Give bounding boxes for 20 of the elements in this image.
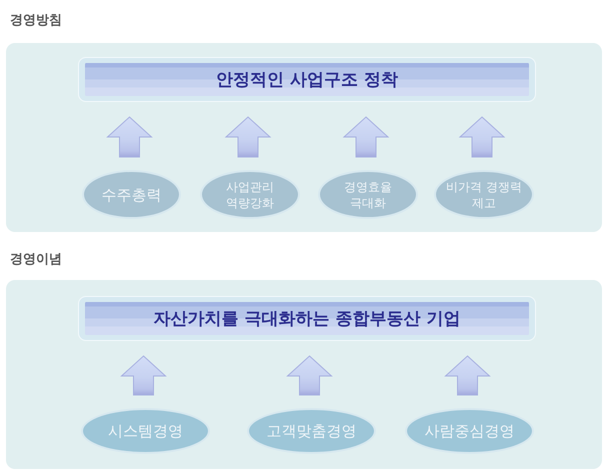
label-text: 사업관리 역량강화 bbox=[225, 178, 275, 210]
block-arrow bbox=[342, 116, 390, 158]
title-bar bbox=[78, 57, 536, 102]
title-text: 자산가치를 극대화하는 종합부동산 기업 bbox=[154, 308, 460, 328]
section-heading: 경영이념 bbox=[10, 252, 62, 268]
label-text: 비가격 경쟁력 제고 bbox=[445, 178, 523, 210]
block-arrow bbox=[106, 116, 153, 158]
section-heading: 경영방침 bbox=[10, 13, 62, 29]
label-text: 고객맞춤경영 bbox=[266, 422, 356, 440]
block-arrow bbox=[224, 116, 272, 158]
title-bar bbox=[78, 296, 536, 341]
label-text: 시스템경영 bbox=[108, 422, 183, 440]
label-text: 사람중심경영 bbox=[424, 422, 514, 440]
block-arrow bbox=[458, 116, 506, 158]
title-text: 안정적인 사업구조 정착 bbox=[216, 70, 398, 90]
block-arrow bbox=[444, 355, 491, 396]
label-text: 경영효율 극대화 bbox=[343, 178, 393, 210]
label-text: 수주총력 bbox=[102, 186, 162, 204]
block-arrow bbox=[120, 355, 167, 396]
block-arrow bbox=[286, 355, 333, 396]
